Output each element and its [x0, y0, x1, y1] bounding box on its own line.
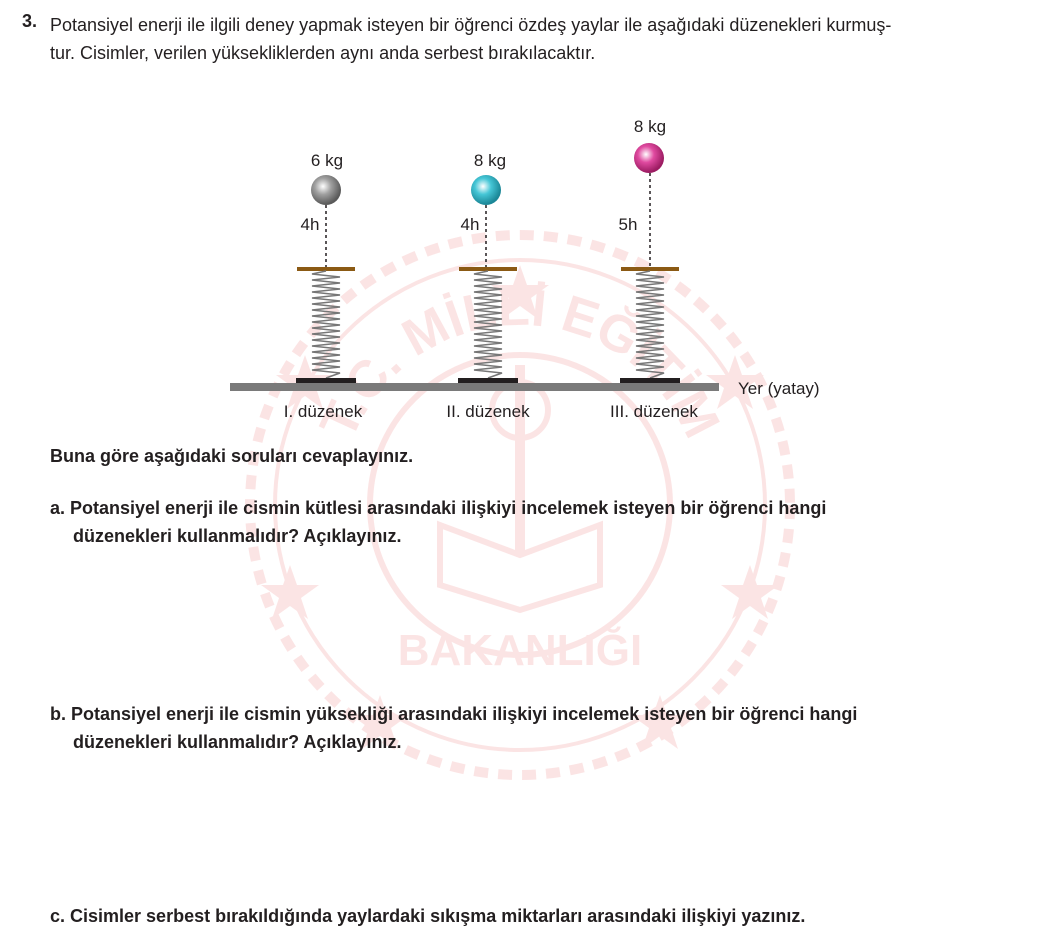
subquestion-b-line-2: düzenekleri kullanmalıdır? Açıklayınız. — [73, 732, 402, 752]
subquestion-c-line-1: c. Cisimler serbest bırakıldığında yayla… — [50, 906, 806, 926]
intro-line-2: tur. Cisimler, verilen yüksekliklerden a… — [50, 43, 596, 63]
setup-3-mass: 8 kg — [634, 117, 666, 136]
spring-base-2 — [458, 378, 518, 383]
spring-plate-1 — [297, 267, 355, 271]
instruction-prompt: Buna göre aşağıdaki soruları cevaplayını… — [50, 446, 414, 466]
ball-1 — [311, 175, 341, 205]
setup-2-name: II. düzenek — [446, 402, 530, 421]
question-intro: Potansiyel enerji ile ilgili deney yapma… — [50, 11, 1035, 67]
setup-1: 6 kg 4h I. düzenek — [284, 151, 363, 421]
subquestion-a: a. Potansiyel enerji ile cismin kütlesi … — [50, 494, 826, 550]
setup-1-mass: 6 kg — [311, 151, 343, 170]
spring-2 — [473, 270, 503, 379]
subquestion-b: b. Potansiyel enerji ile cismin yüksekli… — [50, 700, 857, 756]
seal-bottom-text: BAKANLIĞI — [398, 625, 642, 675]
subquestion-a-line-1: a. Potansiyel enerji ile cismin kütlesi … — [50, 498, 827, 518]
setup-1-name: I. düzenek — [284, 402, 363, 421]
spring-plate-2 — [459, 267, 517, 271]
ball-3 — [634, 143, 664, 173]
ground-line — [230, 383, 719, 391]
subquestion-b-line-1: b. Potansiyel enerji ile cismin yüksekli… — [50, 704, 858, 724]
subquestion-c: c. Cisimler serbest bırakıldığında yayla… — [50, 902, 805, 930]
ball-2 — [471, 175, 501, 205]
setup-1-height: 4h — [301, 215, 320, 234]
question-number: 3. — [22, 11, 38, 31]
ground-label: Yer (yatay) — [738, 379, 820, 398]
setup-3-name: III. düzenek — [610, 402, 698, 421]
setup-3-height: 5h — [619, 215, 638, 234]
setup-3: 8 kg 5h III. düzenek — [610, 117, 698, 421]
setup-2-mass: 8 kg — [474, 151, 506, 170]
spring-base-1 — [296, 378, 356, 383]
spring-base-3 — [620, 378, 680, 383]
intro-line-1: Potansiyel enerji ile ilgili deney yapma… — [50, 15, 892, 35]
setup-2: 8 kg 4h II. düzenek — [446, 151, 530, 421]
subquestion-a-line-2: düzenekleri kullanmalıdır? Açıklayınız. — [73, 526, 402, 546]
spring-plate-3 — [621, 267, 679, 271]
spring-3 — [635, 270, 665, 379]
spring-1 — [311, 270, 341, 379]
setup-2-height: 4h — [461, 215, 480, 234]
